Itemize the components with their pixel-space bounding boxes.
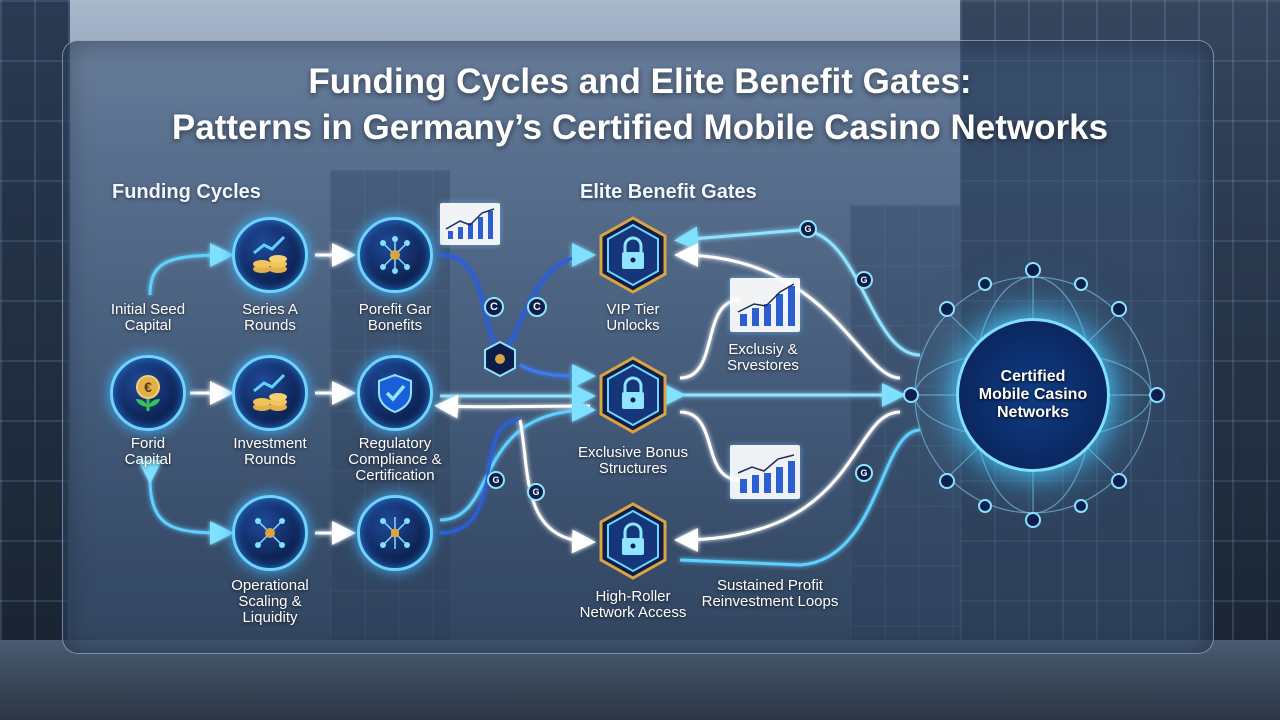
label-line: Exclusiy & (728, 341, 798, 358)
label-line: Scaling & (238, 593, 302, 610)
label-line: Porefit Gar (358, 301, 432, 318)
label-line: Networks (996, 404, 1070, 421)
label-line: Investment (233, 435, 307, 452)
network-icon (255, 518, 285, 548)
certified-networks-hub (956, 318, 1110, 472)
investment-label: Investment Rounds (233, 436, 306, 468)
page-title-line2: Patterns in Germany’s Certified Mobile C… (171, 108, 1109, 147)
label-line: Operational (231, 577, 309, 594)
label-line: Structures (598, 460, 668, 477)
label-line: Capital (124, 451, 172, 468)
exclusive-services-label: Exclusiy & Srvestores (727, 342, 799, 374)
label-line: Compliance & (348, 451, 442, 468)
check-shield-icon (378, 373, 412, 414)
network-icon (380, 517, 410, 549)
euro-plant-icon: € (136, 375, 160, 411)
high-roller-gate-lock-icon (599, 502, 667, 580)
network-icon (380, 236, 410, 274)
series-a-label: Series A Rounds (242, 302, 298, 334)
page-title-line1: Funding Cycles and Elite Benefit Gates: (308, 62, 972, 101)
exclusive-gate-lock-icon (599, 356, 667, 434)
coins-growth-icon (253, 235, 287, 273)
connector-badge: C (533, 301, 541, 313)
label-line: Rounds (244, 317, 296, 334)
label-line: Bonefits (367, 317, 423, 334)
connector-badge: G (492, 475, 500, 485)
sustained-profit-label: Sustained Profit Reinvestment Loops (702, 578, 839, 610)
hub-label: Certified Mobile Casino Networks (958, 368, 1108, 422)
section-title-elite: Elite Benefit Gates (580, 181, 757, 203)
fund-capital-node: € (110, 355, 186, 431)
profit-gar-node (357, 217, 433, 293)
bar-chart-icon (730, 278, 800, 332)
label-line: VIP Tier (606, 301, 660, 318)
connector-badge: C (490, 301, 498, 313)
investment-node (232, 355, 308, 431)
liquidity-node (357, 495, 433, 571)
initial-seed-label: Initial Seed Capital (111, 302, 185, 334)
vip-gate-lock-icon (599, 216, 667, 294)
label-line: Reinvestment Loops (701, 593, 839, 610)
label-line: Unlocks (606, 317, 660, 334)
section-title-funding: Funding Cycles (112, 181, 261, 203)
label-line: Sustained Profit (717, 577, 823, 594)
connector-badge: G (860, 275, 868, 285)
label-line: Srvestores (727, 357, 799, 374)
regulatory-label: Regulatory Compliance & Certification (348, 436, 441, 484)
label-line: Liquidity (242, 609, 298, 626)
label-line: Exclusive Bonus (577, 444, 689, 461)
connector-badge: G (804, 224, 812, 234)
exclusive-bonus-label: Exclusive Bonus Structures (578, 445, 688, 477)
coins-growth-icon (253, 373, 287, 411)
label-line: Certification (355, 467, 435, 484)
growth-chart-icon (440, 203, 500, 245)
high-roller-label: High-Roller Network Access (580, 589, 687, 621)
regulatory-node (357, 355, 433, 431)
label-line: Network Access (579, 604, 687, 621)
label-line: Initial Seed (110, 301, 186, 318)
operational-label: Operational Scaling & Liquidity (231, 578, 309, 626)
background-building-left (0, 0, 70, 640)
label-line: Certified (1000, 368, 1066, 385)
label-line: Mobile Casino (978, 386, 1088, 403)
label-line: Regulatory (358, 435, 432, 452)
fund-capital-label: Forid Capital (125, 436, 172, 468)
label-line: Capital (124, 317, 172, 334)
label-line: Rounds (244, 451, 296, 468)
series-a-node (232, 217, 308, 293)
connector-badge: G (532, 487, 540, 497)
bar-chart-icon (730, 445, 800, 499)
vip-label: VIP Tier Unlocks (606, 302, 659, 334)
svg-text:€: € (144, 379, 152, 395)
label-line: Forid (130, 435, 166, 452)
connector-badge: G (860, 468, 868, 478)
label-line: Series A (242, 301, 298, 318)
operational-node (232, 495, 308, 571)
profit-gar-label: Porefit Gar Bonefits (359, 302, 432, 334)
label-line: High-Roller (595, 588, 671, 605)
